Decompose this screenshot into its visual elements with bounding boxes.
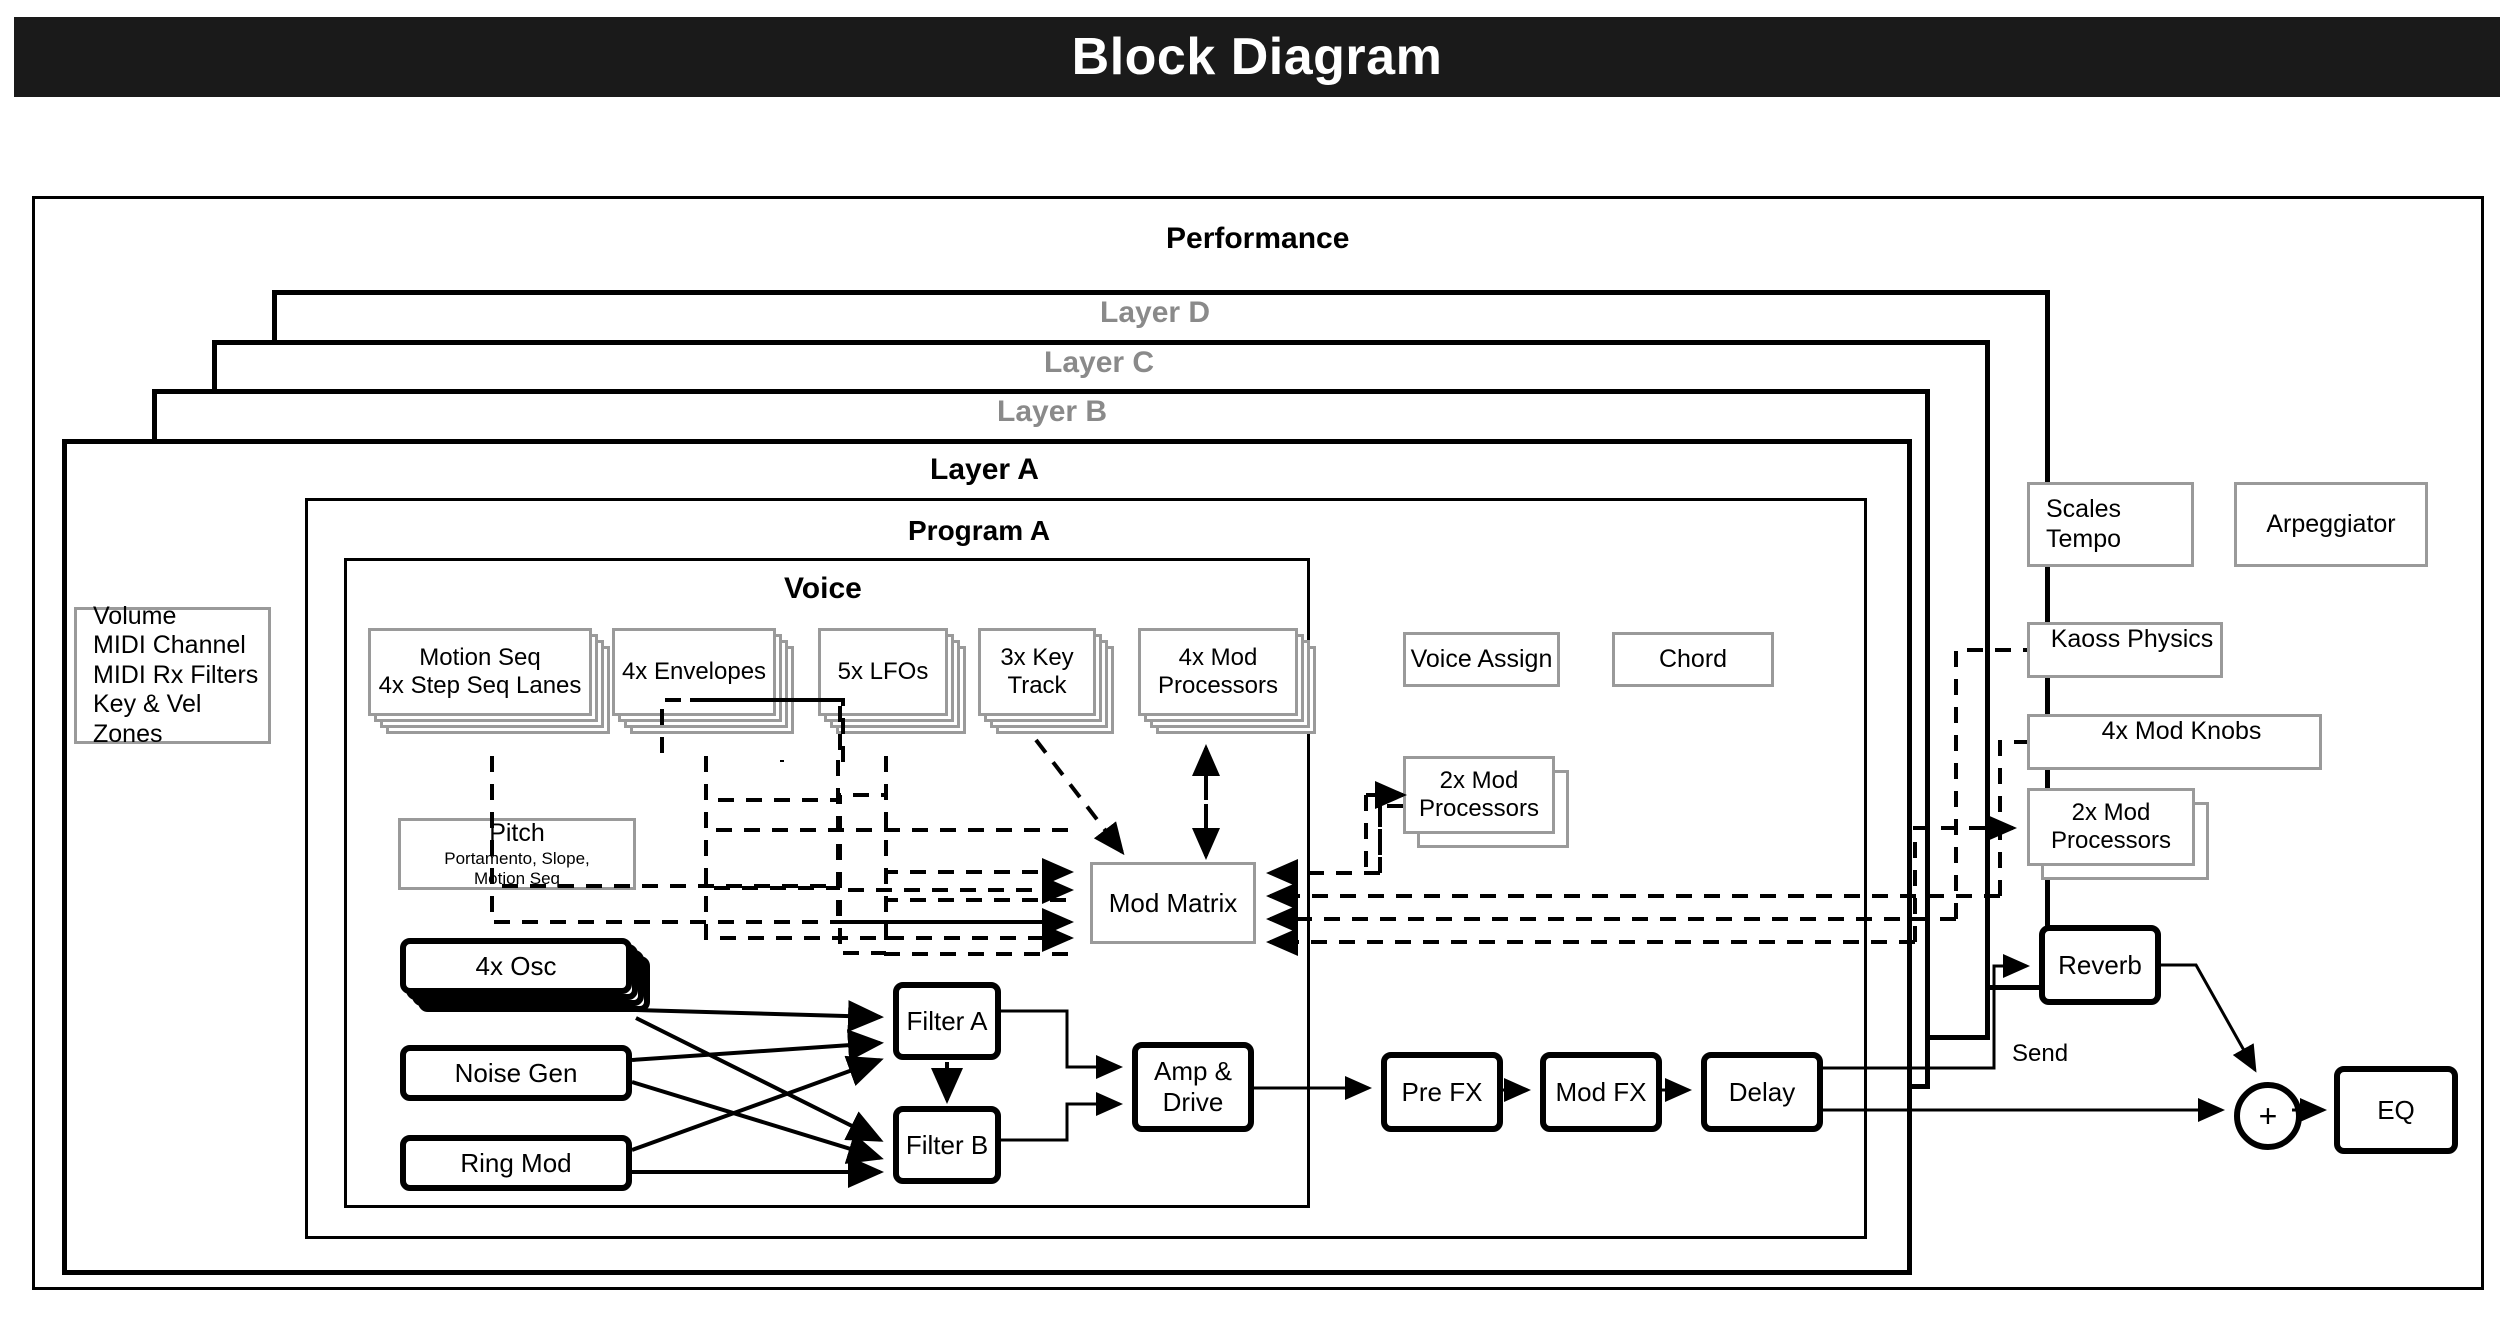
osc-label: 4x Osc xyxy=(475,950,557,981)
voice-mod-processors-stack[interactable]: 4x Mod Processors xyxy=(1138,628,1328,738)
filter-a-label: Filter A xyxy=(906,1005,988,1036)
perf-mod-line2: Processors xyxy=(2050,827,2172,854)
layer-c-label: Layer C xyxy=(1044,346,1155,379)
voice-mod-processors-box[interactable]: 4x Mod Processors xyxy=(1138,628,1298,716)
program-mod-processors-box[interactable]: 2x Mod Processors xyxy=(1403,756,1555,834)
sum-node: + xyxy=(2234,1082,2302,1150)
mod-knobs-box[interactable]: 4x Mod Knobs xyxy=(2027,714,2322,770)
kaoss-physics-label: Kaoss Physics xyxy=(2050,625,2214,653)
osc-box[interactable]: 4x Osc xyxy=(400,938,632,994)
layer-b-label: Layer B xyxy=(997,395,1108,428)
mod-processors-line2: Processors xyxy=(1157,672,1279,699)
layer-settings-box[interactable]: Volume MIDI Channel MIDI Rx Filters Key … xyxy=(74,602,271,748)
key-track-line2: Track xyxy=(1007,672,1067,699)
voice-assign-label: Voice Assign xyxy=(1410,644,1553,673)
key-track-stack[interactable]: 3x Key Track xyxy=(978,628,1128,738)
filter-a-box[interactable]: Filter A xyxy=(893,982,1001,1060)
delay-label: Delay xyxy=(1728,1076,1796,1107)
pitch-box[interactable]: Pitch Portamento, Slope, Motion Seq xyxy=(398,818,636,890)
motion-seq-lanes: 4x Step Seq Lanes xyxy=(378,672,582,699)
mod-knobs-label: 4x Mod Knobs xyxy=(2101,717,2262,745)
program-a-label: Program A xyxy=(908,515,1051,546)
noise-gen-box[interactable]: Noise Gen xyxy=(400,1045,632,1101)
amp-line2: Drive xyxy=(1162,1087,1224,1117)
program-mod-processors-stack[interactable]: 2x Mod Processors xyxy=(1403,756,1583,856)
voice-label: Voice xyxy=(784,572,862,605)
amp-line1: Amp & xyxy=(1153,1056,1233,1087)
amp-drive-box[interactable]: Amp & Drive xyxy=(1132,1042,1254,1132)
performance-label: Performance xyxy=(1166,222,1350,255)
chord-label: Chord xyxy=(1658,644,1728,673)
page-title: Block Diagram xyxy=(1071,28,1443,86)
ring-mod-box[interactable]: Ring Mod xyxy=(400,1135,632,1191)
filter-b-label: Filter B xyxy=(905,1129,989,1160)
layer-setting-midi-rx-filters: MIDI Rx Filters xyxy=(93,660,259,689)
motion-seq-title: Motion Seq xyxy=(419,643,541,671)
mod-fx-label: Mod FX xyxy=(1555,1076,1647,1107)
envelopes-stack[interactable]: 4x Envelopes xyxy=(612,628,802,738)
sum-symbol: + xyxy=(2258,1097,2278,1134)
pitch-title: Pitch xyxy=(489,819,545,848)
title-bar: Block Diagram xyxy=(14,17,2500,97)
reverb-box[interactable]: Reverb xyxy=(2039,925,2161,1005)
pre-fx-box[interactable]: Pre FX xyxy=(1381,1052,1503,1132)
program-mod-line2: Processors xyxy=(1418,795,1540,822)
key-track-line1: 3x Key xyxy=(1000,643,1074,671)
kaoss-physics-box[interactable]: Kaoss Physics xyxy=(2027,622,2223,678)
pitch-detail-1: Portamento, Slope, xyxy=(444,848,590,868)
layer-setting-volume: Volume xyxy=(93,601,177,630)
lfos-stack[interactable]: 5x LFOs xyxy=(818,628,978,738)
voice-assign-box[interactable]: Voice Assign xyxy=(1403,632,1560,687)
program-mod-line1: 2x Mod xyxy=(1439,766,1519,794)
perf-mod-processors-box[interactable]: 2x Mod Processors xyxy=(2027,788,2195,866)
scales-label: Scales xyxy=(2046,495,2122,523)
lfos-box[interactable]: 5x LFOs xyxy=(818,628,948,716)
perf-mod-line1: 2x Mod xyxy=(2071,798,2151,826)
osc-stack[interactable]: 4x Osc xyxy=(400,938,670,1036)
lfos-label: 5x LFOs xyxy=(837,657,929,685)
motion-seq-box[interactable]: Motion Seq 4x Step Seq Lanes xyxy=(368,628,592,716)
key-track-box[interactable]: 3x Key Track xyxy=(978,628,1096,716)
eq-box[interactable]: EQ xyxy=(2334,1066,2458,1154)
pitch-detail-2: Motion Seq xyxy=(474,868,560,888)
ring-mod-label: Ring Mod xyxy=(460,1147,572,1178)
pre-fx-label: Pre FX xyxy=(1401,1076,1483,1107)
tempo-label: Tempo xyxy=(2046,524,2122,553)
mod-matrix-box[interactable]: Mod Matrix xyxy=(1090,862,1256,944)
arpeggiator-box[interactable]: Arpeggiator xyxy=(2234,482,2428,567)
mod-processors-line1: 4x Mod xyxy=(1178,643,1258,671)
delay-box[interactable]: Delay xyxy=(1701,1052,1823,1132)
send-label: Send xyxy=(2012,1040,2069,1067)
layer-setting-midi-channel: MIDI Channel xyxy=(93,631,246,660)
layer-setting-key-vel-zones: Key & Vel Zones xyxy=(93,690,202,748)
eq-label: EQ xyxy=(2377,1094,2415,1125)
noise-gen-label: Noise Gen xyxy=(454,1057,578,1088)
filter-b-box[interactable]: Filter B xyxy=(893,1106,1001,1184)
motion-seq-stack[interactable]: Motion Seq 4x Step Seq Lanes xyxy=(368,628,616,738)
scales-tempo-box[interactable]: Scales Tempo xyxy=(2027,482,2194,567)
mod-fx-box[interactable]: Mod FX xyxy=(1540,1052,1662,1132)
layer-d-label: Layer D xyxy=(1100,296,1211,329)
layer-a-label: Layer A xyxy=(930,453,1039,486)
perf-mod-processors-stack[interactable]: 2x Mod Processors xyxy=(2027,788,2227,888)
reverb-label: Reverb xyxy=(2058,949,2142,980)
mod-matrix-label: Mod Matrix xyxy=(1108,887,1238,918)
envelopes-label: 4x Envelopes xyxy=(621,657,767,685)
envelopes-box[interactable]: 4x Envelopes xyxy=(612,628,776,716)
arpeggiator-label: Arpeggiator xyxy=(2266,509,2396,538)
chord-box[interactable]: Chord xyxy=(1612,632,1774,687)
